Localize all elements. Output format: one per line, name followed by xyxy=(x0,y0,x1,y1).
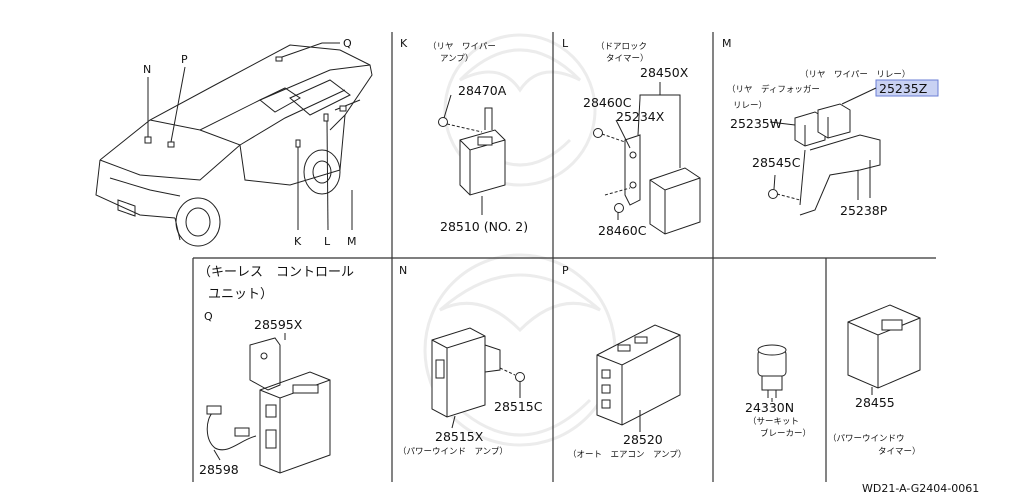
part-number-28515c: 28515C xyxy=(494,399,543,414)
part-number-25235w: 25235W xyxy=(730,116,782,131)
panel-n-letter: N xyxy=(399,264,407,277)
part-number-28460c-top: 28460C xyxy=(583,95,632,110)
part-number-28460c-bottom: 28460C xyxy=(598,223,647,238)
vehicle-label-l: L xyxy=(324,235,331,248)
circuit-breaker-part xyxy=(757,344,787,402)
panel-m-title-line2: （リヤ ディフォッガー xyxy=(727,84,820,95)
keyless-control-unit-part xyxy=(206,333,331,474)
part-number-28520: 28520 xyxy=(623,432,663,447)
vehicle-label-k: K xyxy=(294,235,302,248)
power-window-timer-part xyxy=(847,304,921,395)
panel-timer-caption-line2: タイマー） xyxy=(878,446,921,457)
panel-k-title-line1: （リヤ ワイパー xyxy=(428,41,496,52)
part-number-24330n: 24330N xyxy=(745,400,794,415)
panel-k-letter: K xyxy=(400,37,408,50)
panel-dividers xyxy=(192,32,936,482)
panel-q-letter: Q xyxy=(204,310,213,323)
auto-aircon-amp-part xyxy=(596,324,681,432)
panel-m-title-line1: （リヤ ワイパー リレー） xyxy=(800,69,910,80)
part-number-28545c: 28545C xyxy=(752,155,801,170)
vehicle-label-p: P xyxy=(181,53,188,66)
vehicle-label-q: Q xyxy=(343,37,352,50)
panel-k-title-line2: アンプ） xyxy=(440,53,473,64)
panel-l-title-line1: （ドアロック xyxy=(596,41,647,52)
part-number-28510: 28510 (NO. 2) xyxy=(440,219,528,234)
part-number-28455: 28455 xyxy=(855,395,895,410)
panel-l-letter: L xyxy=(562,37,569,50)
panel-timer-caption-line1: （パワーウインドウ xyxy=(828,433,905,444)
panel-p-letter: P xyxy=(562,264,569,277)
vehicle-illustration xyxy=(95,44,373,247)
panel-q-title-line2: ユニット） xyxy=(208,287,273,302)
panel-m-letter: M xyxy=(722,37,732,50)
power-window-amp-part xyxy=(431,327,525,429)
panel-m-title-line3: リレー） xyxy=(733,100,767,111)
relay-bracket-part xyxy=(768,87,881,216)
part-number-28598: 28598 xyxy=(199,462,239,477)
panel-q-title-line1: （キーレス コントロール xyxy=(198,265,354,280)
part-number-28595x: 28595X xyxy=(254,317,303,332)
vehicle-label-n: N xyxy=(143,63,151,76)
part-number-28470a: 28470A xyxy=(458,83,507,98)
footer-code: WD21-A-G2404-0061 xyxy=(862,482,979,495)
part-number-25238p: 25238P xyxy=(840,203,888,218)
part-number-28450x: 28450X xyxy=(640,65,689,80)
panel-breaker-caption-line1: （サーキット xyxy=(748,416,799,427)
panel-breaker-caption-line2: ブレーカー） xyxy=(760,428,811,439)
panel-n-caption: （パワーウインド アンプ） xyxy=(398,446,508,457)
vehicle-label-m: M xyxy=(347,235,357,248)
rear-wiper-amp-part xyxy=(438,94,506,215)
panel-l-title-line2: タイマー） xyxy=(606,53,649,64)
panel-p-caption: （オート エアコン アンプ） xyxy=(568,449,686,460)
part-number-25234x: 25234X xyxy=(616,109,665,124)
door-lock-timer-part xyxy=(593,82,701,235)
vehicle-leaders xyxy=(147,42,353,231)
part-number-28515x: 28515X xyxy=(435,429,484,444)
part-number-25235z: 25235Z xyxy=(879,81,927,96)
